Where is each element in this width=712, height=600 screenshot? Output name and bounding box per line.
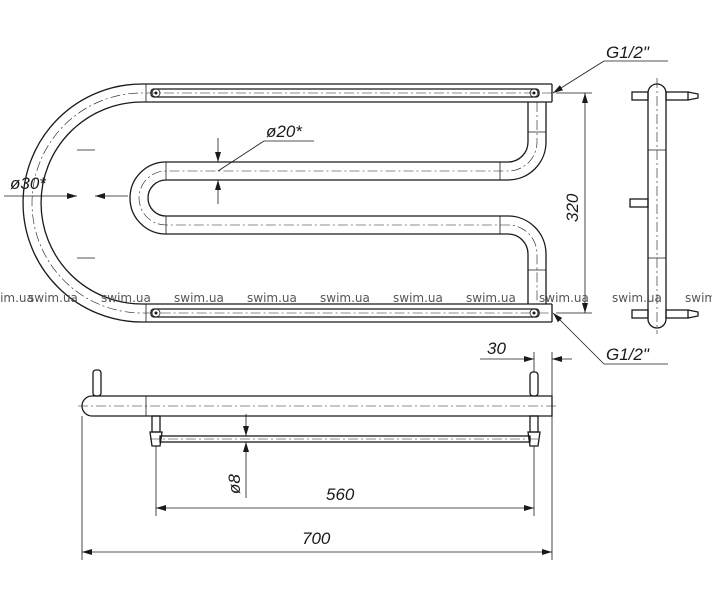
watermark-text: swim.ua (685, 291, 712, 305)
watermark-text: swim.ua (612, 291, 662, 305)
pipe-diameter-dimension (215, 138, 314, 204)
outer-diameter-label: ø30* (10, 174, 47, 193)
offset-label: 30 (487, 339, 506, 358)
side-view (629, 78, 699, 334)
height-label: 320 (563, 193, 582, 222)
shelf-length-dimension (155, 446, 535, 516)
watermark-text: swim.ua (101, 291, 151, 305)
watermark-text: swim.ua (28, 291, 78, 305)
watermark-text: swim.ua (0, 291, 34, 305)
offset-dimension (480, 352, 572, 396)
inner-serpentine-pipe (129, 102, 547, 304)
watermark-text: swim.ua (539, 291, 589, 305)
thread-leader-bottom (552, 312, 668, 365)
thread-leader-top (552, 60, 668, 94)
shelf-length-label: 560 (326, 485, 355, 504)
shelf-diameter-label: ø8 (225, 474, 244, 494)
total-length-label: 700 (302, 529, 331, 548)
watermark-text: swim.ua (466, 291, 516, 305)
watermark-text: swim.ua (320, 291, 370, 305)
pipe-diameter-label: ø20* (266, 122, 303, 141)
watermark-row: swim.ua swim.ua swim.ua swim.ua swim.ua … (0, 291, 712, 305)
shelf-rod-bottom (150, 308, 540, 318)
watermark-text: swim.ua (247, 291, 297, 305)
height-dimension (556, 92, 592, 314)
watermark-text: swim.ua (393, 291, 443, 305)
thread-label-bottom: G1/2" (606, 345, 650, 364)
total-length-dimension (81, 416, 553, 560)
watermark-text: swim.ua (174, 291, 224, 305)
shelf-rod-top (150, 88, 540, 98)
top-view (78, 369, 556, 447)
thread-label-top: G1/2" (606, 43, 650, 62)
outer-pipe (22, 83, 553, 323)
front-view: G1/2" G1/2" ø20* ø30* 320 (4, 43, 668, 365)
